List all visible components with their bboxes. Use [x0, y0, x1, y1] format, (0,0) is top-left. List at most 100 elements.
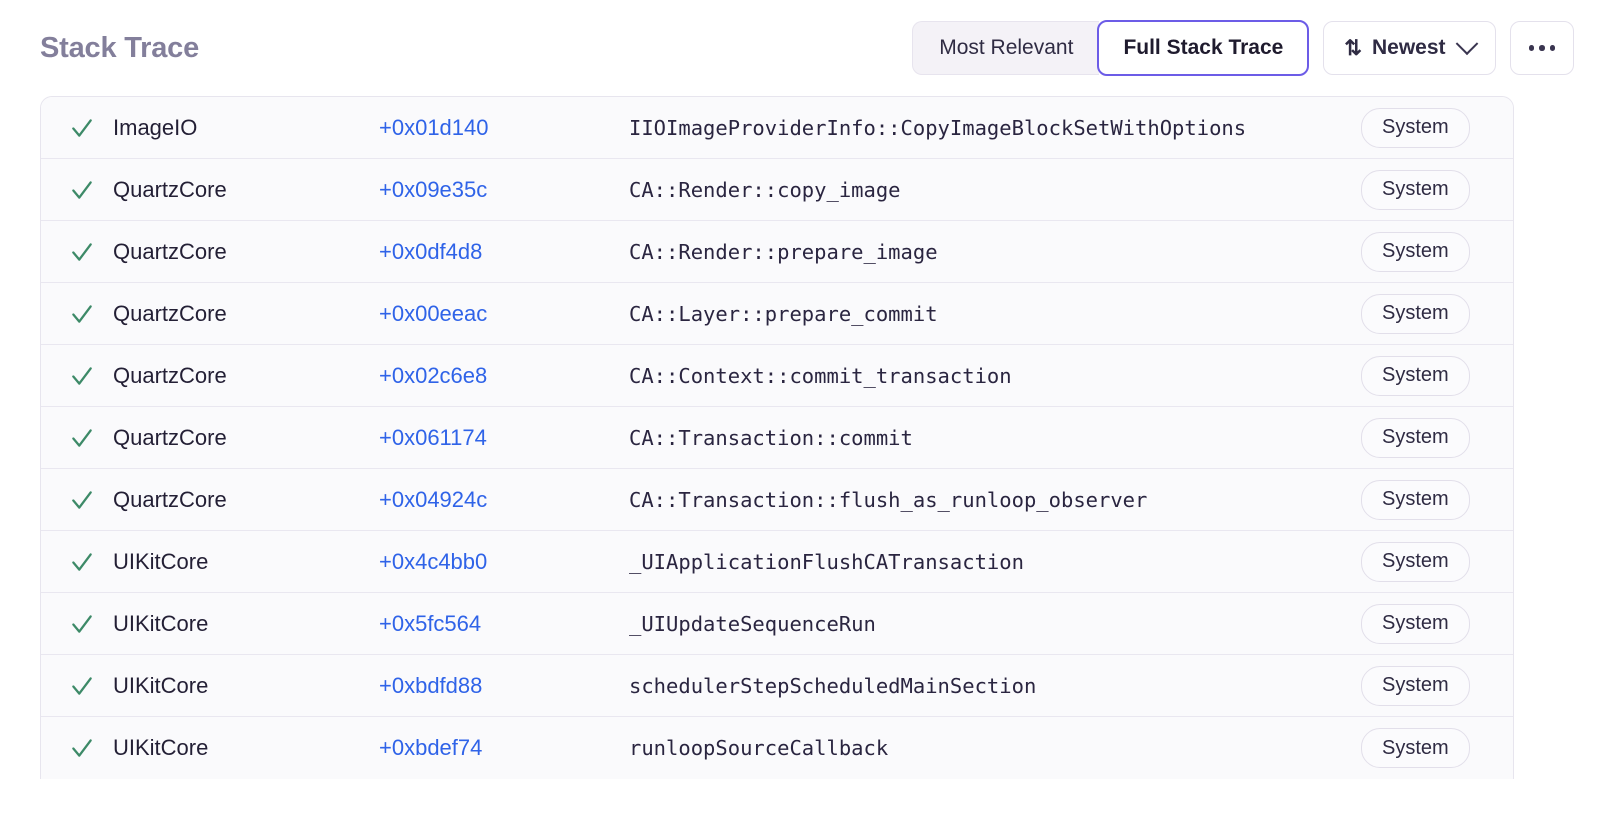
status-badge: System [1361, 107, 1470, 148]
module-name: UIKitCore [113, 672, 209, 698]
module-name: UIKitCore [113, 610, 209, 636]
table-row[interactable]: UIKitCore +0x5fc564 _UIUpdateSequenceRun Sy… [41, 593, 1513, 655]
check-icon [72, 304, 92, 323]
page-title: Stack Trace [40, 31, 200, 64]
row-status-cell [41, 487, 113, 513]
module-name: QuartzCore [113, 486, 227, 512]
symbol-name: CA::Transaction::flush_as_runloop_observ… [629, 487, 1148, 512]
offset-link[interactable]: +0x04924c [379, 486, 488, 512]
table-row[interactable]: UIKitCore +0xbdfd88 schedulerStepScheduled… [41, 655, 1513, 717]
check-icon [72, 490, 92, 509]
status-badge: System [1361, 293, 1470, 334]
check-icon [72, 552, 92, 571]
check-icon [72, 614, 92, 633]
offset-link[interactable]: +0x4c4bb0 [379, 548, 488, 574]
badge-cell: System [1361, 231, 1513, 272]
badge-cell: System [1361, 293, 1513, 334]
status-badge: System [1361, 169, 1470, 210]
symbol-name: IIOImageProviderInfo::CopyImageBlockSetW… [629, 115, 1247, 140]
offset-link[interactable]: +0xbdfd88 [379, 672, 483, 698]
sort-button[interactable]: ⇅ Newest [1323, 21, 1496, 75]
symbol-name: CA::Render::prepare_image [629, 239, 938, 264]
badge-cell: System [1361, 355, 1513, 396]
row-status-cell [41, 549, 113, 575]
module-name: ImageIO [113, 114, 198, 140]
table-row[interactable]: UIKitCore+0x4c4bb0_UIApplicationFlushCAT… [41, 531, 1513, 593]
tab-full-stack-trace[interactable]: Full Stack Trace [1097, 20, 1310, 76]
more-options-button[interactable] [1509, 21, 1574, 75]
row-status-cell [41, 177, 113, 203]
table-row[interactable]: QuartzCore +0x04924c CA::Transaction::flus… [41, 469, 1513, 531]
status-badge: System [1361, 541, 1470, 582]
table-row[interactable]: QuartzCore +0x061174 CA::Transaction::comm… [41, 407, 1513, 469]
symbol-name: CA::Layer::prepare_commit [629, 301, 938, 326]
symbol-name: runloopSourceCallback [629, 736, 889, 760]
check-icon [72, 428, 92, 447]
check-icon [72, 118, 92, 137]
check-icon [72, 366, 92, 385]
chevron-down-icon [1455, 32, 1478, 56]
status-badge: System [1361, 231, 1470, 272]
symbol-name: CA::Render::copy_image [629, 177, 901, 202]
status-badge: System [1361, 479, 1470, 520]
module-name: UIKitCore [113, 735, 209, 760]
sort-arrows-icon: ⇅ [1344, 36, 1362, 60]
row-status-cell [41, 363, 113, 389]
symbol-name: CA::Context::commit_transaction [629, 363, 1012, 388]
ellipsis-icon [1528, 45, 1555, 51]
offset-link[interactable]: +0x02c6e8 [379, 362, 488, 388]
module-name: QuartzCore [113, 424, 227, 450]
table-row[interactable]: QuartzCore +0x0df4d8 CA::Render::prepare_i… [41, 221, 1513, 283]
row-status-cell [41, 115, 113, 141]
offset-link[interactable]: +0xbdef74 [379, 735, 483, 760]
row-status-cell [41, 673, 113, 699]
check-icon [72, 180, 92, 199]
table-row[interactable]: QuartzCore +0x02c6e8 CA::Context::commit_t… [41, 345, 1513, 407]
symbol-name: _UIUpdateSequenceRun [629, 611, 876, 636]
symbol-name: CA::Transaction::commit [629, 425, 913, 450]
stack-trace-table: ImageIO +0x01d140 IIOImageProviderInfo::Co… [40, 96, 1514, 779]
badge-cell: System [1361, 728, 1513, 768]
table-row[interactable]: UIKitCore +0xbdef74 runloopSourceCallback S… [41, 717, 1513, 779]
offset-link[interactable]: +0x01d140 [379, 114, 489, 140]
status-badge: System [1361, 728, 1470, 768]
status-badge: System [1361, 665, 1470, 706]
badge-cell: System [1361, 417, 1513, 458]
table-row[interactable]: QuartzCore +0x00eeac CA::Layer::prepare_co… [41, 283, 1513, 345]
offset-link[interactable]: +0x09e35c [379, 176, 488, 202]
badge-cell: System [1361, 541, 1513, 582]
panel-header: Stack Trace Most Relevant Full Stack Tra… [0, 0, 1614, 96]
row-status-cell [41, 301, 113, 327]
sort-label: Newest [1371, 36, 1446, 59]
symbol-name: schedulerStepScheduledMainSection [629, 673, 1037, 698]
badge-cell: System [1361, 107, 1513, 148]
tab-most-relevant[interactable]: Most Relevant [912, 21, 1100, 75]
check-icon [72, 242, 92, 261]
offset-link[interactable]: +0x00eeac [379, 300, 488, 326]
table-row[interactable]: ImageIO +0x01d140 IIOImageProviderInfo::Co… [41, 97, 1513, 159]
badge-cell: System [1361, 665, 1513, 706]
trace-view-segmented-control[interactable]: Most Relevant Full Stack Trace [912, 20, 1310, 76]
status-badge: System [1361, 603, 1470, 644]
badge-cell: System [1361, 479, 1513, 520]
row-status-cell [41, 735, 113, 761]
table-row[interactable]: QuartzCore +0x09e35c CA::Render::copy_imag… [41, 159, 1513, 221]
check-icon [72, 676, 92, 695]
offset-link[interactable]: +0x0df4d8 [379, 238, 483, 264]
badge-cell: System [1361, 169, 1513, 210]
check-icon [72, 739, 92, 757]
row-status-cell [41, 239, 113, 265]
module-name: QuartzCore [113, 238, 227, 264]
module-name: QuartzCore [113, 176, 227, 202]
module-name: QuartzCore [113, 300, 227, 326]
module-name: UIKitCore [113, 548, 209, 574]
status-badge: System [1361, 417, 1470, 458]
module-name: QuartzCore [113, 362, 227, 388]
row-status-cell [41, 611, 113, 637]
offset-link[interactable]: +0x061174 [379, 424, 487, 450]
badge-cell: System [1361, 603, 1513, 644]
offset-link[interactable]: +0x5fc564 [379, 610, 482, 636]
row-status-cell [41, 425, 113, 451]
status-badge: System [1361, 355, 1470, 396]
